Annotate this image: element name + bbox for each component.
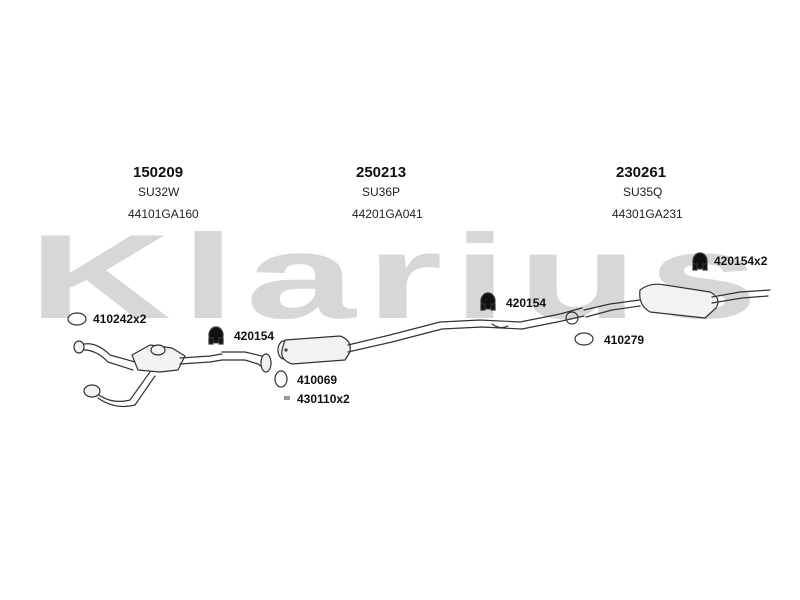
rear-silencer-230261 (583, 283, 771, 319)
gasket-410242-icon (67, 312, 87, 326)
bolt-430110-icon (284, 396, 290, 400)
group-1-number: 150209 (133, 164, 184, 181)
group-3-model: SU35Q (623, 185, 663, 199)
group-1-ref: 44101GA160 (128, 207, 199, 221)
part-label-430110: 430110x2 (297, 392, 350, 406)
clamp-icon (284, 348, 288, 352)
centre-silencer-250213 (277, 307, 585, 365)
gasket-410279-icon (574, 332, 594, 346)
part-label-420154-rear: 420154x2 (714, 254, 768, 268)
group-3-number: 230261 (616, 164, 667, 181)
part-label-410279: 410279 (604, 333, 645, 347)
flange-joint (221, 351, 272, 373)
group-3-ref: 44301GA231 (612, 207, 683, 221)
front-downpipe-150209 (73, 340, 223, 408)
ring-410069-icon (274, 370, 288, 388)
hanger-mid-icon (480, 292, 496, 311)
part-label-420154-mid: 420154 (506, 296, 547, 310)
group-1-model: SU32W (138, 185, 180, 199)
part-label-410069: 410069 (297, 373, 338, 387)
brand-watermark: Klarius (28, 210, 768, 344)
group-2-number: 250213 (356, 164, 407, 181)
hanger-rear-icon (692, 252, 708, 271)
group-2-ref: 44201GA041 (352, 207, 423, 221)
hanger-front-icon (208, 326, 224, 345)
group-2-model: SU36P (362, 185, 401, 199)
part-label-410242: 410242x2 (93, 312, 147, 326)
part-label-420154-front: 420154 (234, 329, 275, 343)
